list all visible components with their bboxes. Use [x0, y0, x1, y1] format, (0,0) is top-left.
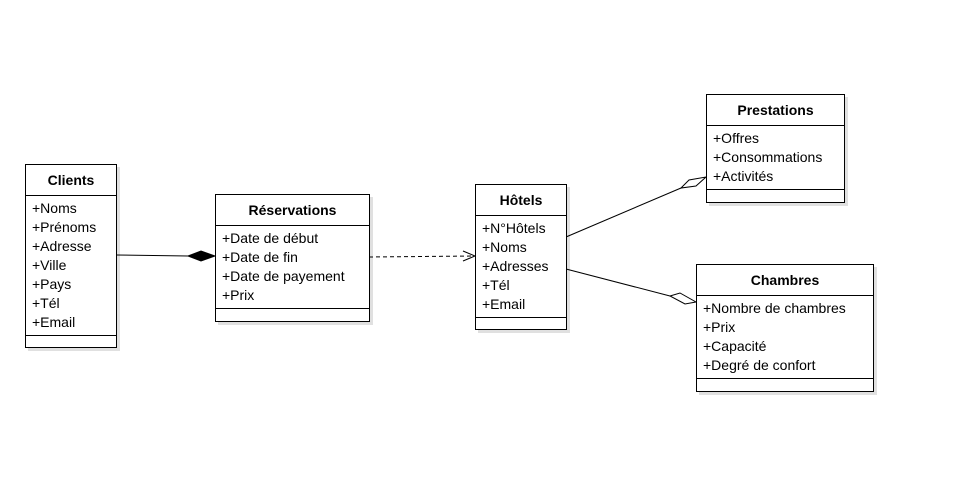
attribute: +Capacité: [703, 338, 767, 354]
attribute: +Tél: [482, 277, 510, 293]
methods-section: [26, 335, 116, 346]
class-clients[interactable]: Clients +Noms +Prénoms +Adresse +Ville +…: [25, 164, 117, 348]
composition-line-clients-reservations: [115, 254, 189, 257]
attribute: +Date de payement: [222, 268, 345, 284]
attribute: +Email: [32, 314, 76, 330]
attribute-list: +Noms +Prénoms +Adresse +Ville +Pays +Té…: [26, 196, 116, 335]
class-title: Réservations: [216, 195, 369, 226]
class-title: Hôtels: [476, 185, 566, 216]
class-prestations[interactable]: Prestations +Offres +Consommations +Acti…: [706, 94, 845, 203]
aggregation-line-hotels-prestations: [565, 187, 682, 238]
aggregation-diamond-chambres: [668, 292, 698, 305]
class-title: Clients: [26, 165, 116, 196]
attribute: +Prénoms: [32, 219, 97, 235]
aggregation-diamond-prestations: [679, 176, 708, 189]
attribute: +Pays: [32, 276, 72, 292]
attribute: +Date de début: [222, 230, 319, 246]
attribute-list: +Date de début +Date de fin +Date de pay…: [216, 226, 369, 308]
composition-diamond: [186, 250, 217, 262]
methods-section: [216, 308, 369, 319]
methods-section: [697, 378, 873, 389]
attribute: +Noms: [32, 200, 77, 216]
attribute: +Adresses: [482, 258, 549, 274]
attribute: +Degré de confort: [703, 357, 816, 373]
attribute: +N°Hôtels: [482, 220, 546, 236]
attribute-list: +N°Hôtels +Noms +Adresses +Tél +Email: [476, 216, 566, 317]
attribute: +Nombre de chambres: [703, 300, 846, 316]
attribute: +Adresse: [32, 238, 92, 254]
class-reservations[interactable]: Réservations +Date de début +Date de fin…: [215, 194, 370, 322]
attribute: +Ville: [32, 257, 67, 273]
class-title: Chambres: [697, 265, 873, 296]
attribute-list: +Nombre de chambres +Prix +Capacité +Deg…: [697, 296, 873, 378]
attribute: +Date de fin: [222, 249, 298, 265]
methods-section: [707, 189, 844, 200]
attribute: +Email: [482, 296, 526, 312]
class-hotels[interactable]: Hôtels +N°Hôtels +Noms +Adresses +Tél +E…: [475, 184, 567, 330]
attribute-list: +Offres +Consommations +Activités: [707, 126, 844, 189]
dependency-line-reservations-hotels: [368, 255, 476, 258]
attribute: +Activités: [713, 168, 774, 184]
class-chambres[interactable]: Chambres +Nombre de chambres +Prix +Capa…: [696, 264, 874, 392]
aggregation-line-hotels-chambres: [565, 268, 671, 297]
attribute: +Prix: [703, 319, 736, 335]
attribute: +Offres: [713, 130, 760, 146]
attribute: +Tél: [32, 295, 60, 311]
attribute: +Noms: [482, 239, 527, 255]
attribute: +Consommations: [713, 149, 823, 165]
class-title: Prestations: [707, 95, 844, 126]
methods-section: [476, 317, 566, 328]
attribute: +Prix: [222, 287, 255, 303]
